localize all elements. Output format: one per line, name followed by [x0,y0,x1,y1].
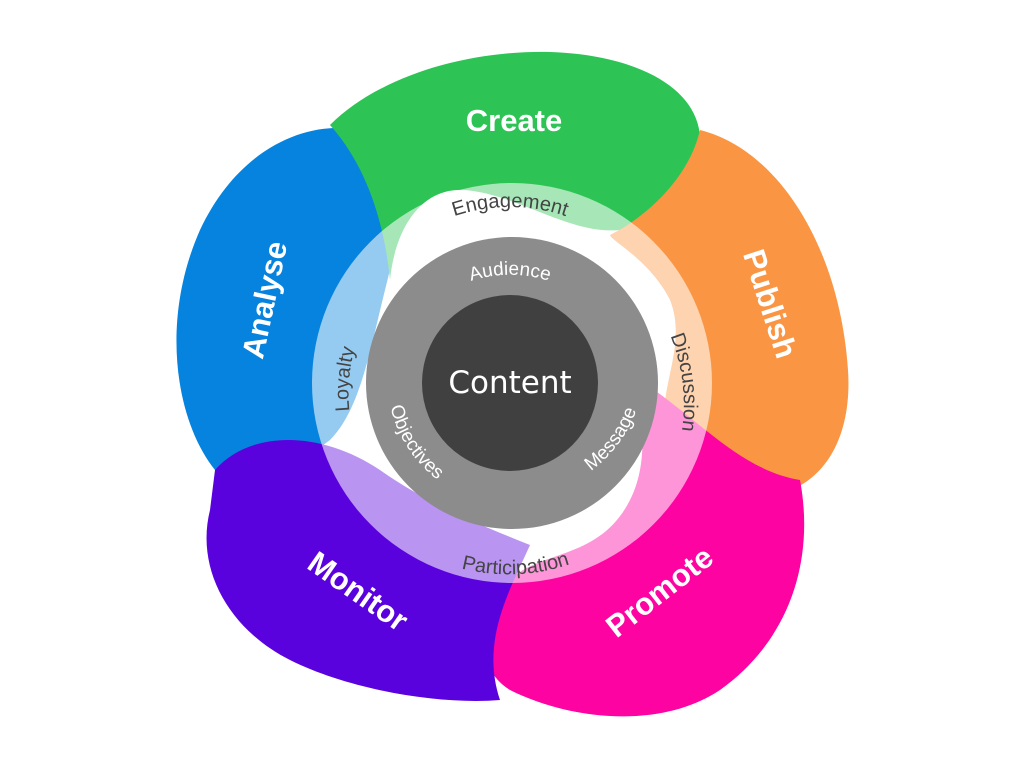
petal-monitor [206,440,530,701]
label-create: Create [466,103,563,138]
petal-promote [483,380,805,717]
center-label: Content [448,365,571,401]
center-disc [422,295,598,471]
